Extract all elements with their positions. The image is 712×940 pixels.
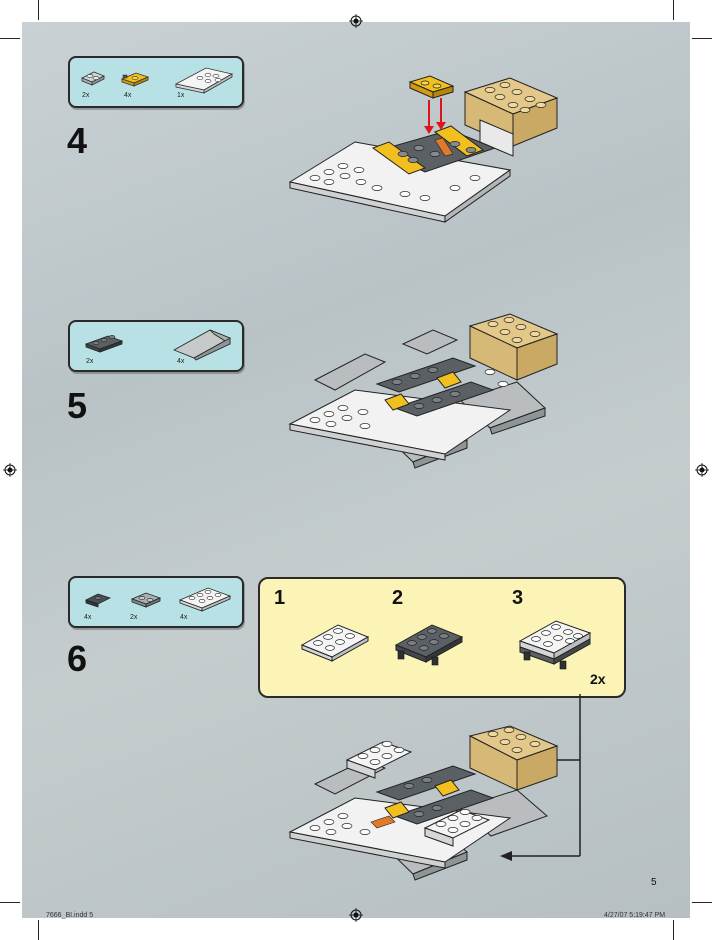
substep-number: 1 xyxy=(274,587,286,609)
part-quantity: 2x xyxy=(82,92,90,99)
gray-slope-icon xyxy=(173,329,231,361)
white-wedge-plate-icon xyxy=(174,67,234,94)
crop-mark xyxy=(38,920,39,940)
sub-assembly-callout: 1 2 3 2x xyxy=(258,577,626,698)
registration-mark-icon xyxy=(349,14,363,28)
assembly-multiplier: 2x xyxy=(590,671,606,687)
crop-mark xyxy=(0,902,20,903)
part-quantity: 4x xyxy=(177,358,185,365)
yellow-clip-plate-icon xyxy=(120,72,150,87)
parts-list-step-6: 4x 2x 4x xyxy=(68,576,244,628)
step-number: 4 xyxy=(67,120,88,161)
parts-list-step-4: 2x 4x 1x xyxy=(68,56,244,108)
gray-plate-icon xyxy=(130,592,162,608)
white-plate-icon xyxy=(178,587,232,612)
registration-mark-icon xyxy=(349,908,363,922)
registration-mark-icon xyxy=(3,463,17,477)
dark-gray-clip-plate-icon xyxy=(84,593,112,608)
step-number: 5 xyxy=(67,385,88,426)
part-quantity: 4x xyxy=(84,614,92,621)
white-plate-icon xyxy=(300,624,370,662)
part-quantity: 2x xyxy=(130,614,138,621)
crop-mark xyxy=(673,920,674,940)
print-slug-timestamp: 4/27/07 5:19:47 PM xyxy=(604,912,666,919)
part-quantity: 4x xyxy=(124,92,132,99)
crop-mark xyxy=(673,0,674,20)
substep-number: 3 xyxy=(512,587,524,609)
page-number: 5 xyxy=(651,877,657,888)
dark-gray-plate-icon xyxy=(394,624,464,666)
part-quantity: 2x xyxy=(86,358,94,365)
crop-mark xyxy=(38,0,39,20)
step-5-model-illustration xyxy=(288,313,559,469)
step-6-model-illustration xyxy=(288,725,559,881)
crop-mark xyxy=(692,902,712,903)
step-number: 6 xyxy=(67,638,88,679)
part-quantity: 1x xyxy=(177,92,185,99)
parts-list-step-5: 2x 4x xyxy=(68,320,244,372)
light-gray-plate-icon xyxy=(81,71,105,86)
white-plate-stack-icon xyxy=(518,620,592,670)
print-slug-filename: 7666_BI.indd 5 xyxy=(46,912,94,919)
crop-mark xyxy=(692,38,712,39)
step-4-model-illustration xyxy=(288,75,559,223)
crop-mark xyxy=(0,38,20,39)
registration-mark-icon xyxy=(695,463,709,477)
part-quantity: 4x xyxy=(180,614,188,621)
substep-number: 2 xyxy=(392,587,404,609)
dark-gray-plate-icon xyxy=(84,335,124,353)
